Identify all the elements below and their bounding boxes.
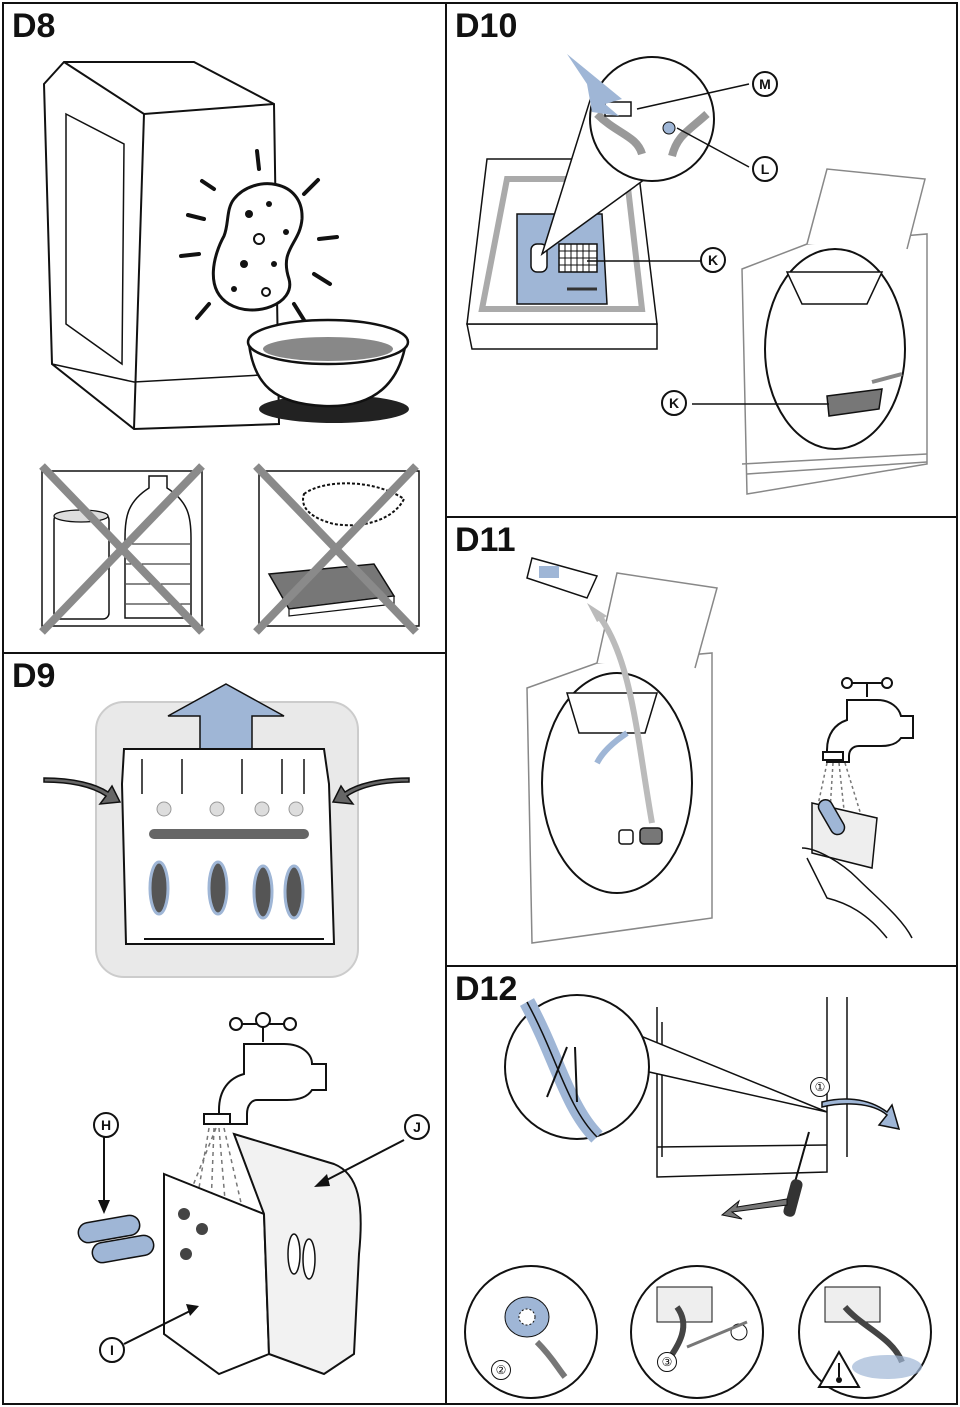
panel-d11: D11 <box>445 516 958 967</box>
flap-open-arrow-icon <box>821 1098 901 1130</box>
callout-l: L <box>752 156 778 182</box>
step4-circle <box>798 1265 932 1399</box>
prohibited-cross-icon <box>253 463 419 635</box>
press-arrow-left-icon <box>43 777 122 805</box>
panel-title-d10: D10 <box>455 7 518 45</box>
drawer-compartment-part <box>163 1172 271 1376</box>
panel-d8: D8 <box>2 2 447 654</box>
callout-i: I <box>99 1337 125 1363</box>
drawer-body-part <box>232 1132 362 1376</box>
panel-title-d9: D9 <box>12 657 56 695</box>
press-arrow-icon <box>567 54 622 116</box>
sponge-icon <box>179 149 339 322</box>
can-icon <box>53 509 110 620</box>
remove-arrow-icon <box>594 611 655 824</box>
step-number-1: ① <box>810 1077 830 1097</box>
bowl-icon <box>246 318 410 423</box>
direction-arrow-icon <box>720 1198 788 1220</box>
screwdriver-icon <box>783 1131 810 1217</box>
step-number-2: ② <box>491 1360 511 1380</box>
panel-title-d11: D11 <box>455 521 516 559</box>
detergent-drawer <box>120 748 336 945</box>
callout-k-top: K <box>700 247 726 273</box>
tap-icon <box>203 1012 327 1125</box>
callout-h: H <box>93 1112 119 1138</box>
panel-d10: D10 <box>445 2 958 518</box>
d8-illustration <box>39 61 420 635</box>
zoom-circle <box>589 56 715 182</box>
siphon-tubes <box>77 1214 155 1264</box>
open-drum-machine <box>526 572 718 944</box>
d9-illustration <box>43 683 410 1376</box>
open-drum-machine <box>741 168 928 495</box>
prohibited-cross-icon <box>39 463 205 635</box>
hand-with-drawer <box>801 798 913 939</box>
prohibited-can-bottle <box>39 463 205 635</box>
step-number-3: ③ <box>657 1352 677 1372</box>
callout-j: J <box>404 1114 430 1140</box>
press-arrow-right-icon <box>331 777 410 805</box>
panel-d12: D12 <box>445 965 958 1405</box>
d10-illustration <box>466 54 928 495</box>
hot-warning-icon <box>817 1349 861 1388</box>
tap-icon <box>822 677 914 763</box>
d12-illustration <box>464 994 932 1399</box>
panel-title-d12: D12 <box>455 970 518 1008</box>
panel-title-d8: D8 <box>12 7 56 45</box>
panel-d9: D9 <box>2 652 447 1405</box>
callout-m: M <box>752 71 778 97</box>
step3-circle <box>630 1265 764 1399</box>
removed-drawer-icon <box>526 557 599 599</box>
callout-k-bottom: K <box>661 390 687 416</box>
step2-circle <box>464 1265 598 1399</box>
prohibited-scourer <box>253 463 420 635</box>
d11-illustration <box>526 557 914 944</box>
